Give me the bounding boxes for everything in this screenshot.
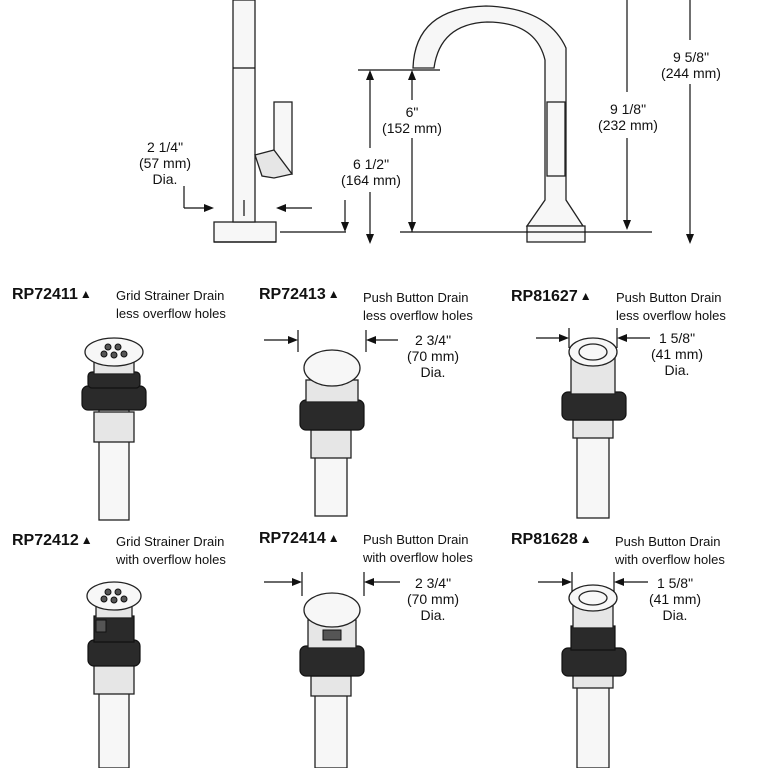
drain-code-6: RP81628▲ <box>511 531 592 548</box>
drain-illustration-3 <box>561 337 627 519</box>
drain-code-5: RP72414▲ <box>259 530 340 547</box>
drain-dim-label-3: 1 5/8" (41 mm) Dia. <box>650 330 704 378</box>
drain-desc-2: Push Button Drain less overflow holes <box>363 290 473 323</box>
drain-desc-4: Grid Strainer Drain with overflow holes <box>116 534 226 567</box>
dim-note: Dia. <box>152 171 178 187</box>
drain-illustration-6 <box>561 584 627 768</box>
drain-code-3: RP81627▲ <box>511 288 592 305</box>
spout-under-label: 6 1/2" (164 mm) <box>334 156 408 188</box>
drain-desc-3: Push Button Drain less overflow holes <box>616 290 726 323</box>
outlet-dia-arrows <box>183 186 349 232</box>
drain-dim-label-6: 1 5/8" (41 mm) Dia. <box>648 575 702 623</box>
drain-illustration-2 <box>299 349 365 517</box>
dim-inch: 6" <box>405 104 419 120</box>
dim-mm: (164 mm) <box>341 172 401 188</box>
drain-code-1: RP72411▲ <box>12 286 92 303</box>
drain-illustration-4 <box>86 581 142 768</box>
drain-dim-label-2: 2 3/4" (70 mm) Dia. <box>406 332 460 380</box>
overall-height-arrows <box>686 0 694 244</box>
handle-height-label: 9 1/8" (232 mm) <box>592 101 664 133</box>
drain-desc-1: Grid Strainer Drain less overflow holes <box>116 288 226 321</box>
dim-inch: 6 1/2" <box>352 156 390 172</box>
spout-under-arrows <box>366 70 374 244</box>
dim-mm: (244 mm) <box>661 65 721 81</box>
spout-reach-label: 6" (152 mm) <box>376 104 448 136</box>
dim-inch: 9 5/8" <box>672 49 710 65</box>
outlet-dia-label: 2 1/4" (57 mm) Dia. <box>134 139 196 187</box>
drain-desc-5: Push Button Drain with overflow holes <box>363 532 473 565</box>
drain-code-4: RP72412▲ <box>12 532 93 549</box>
dim-mm: (232 mm) <box>598 117 658 133</box>
drain-dim-arrows-5 <box>264 572 400 596</box>
faucet-front-view <box>412 5 586 243</box>
drain-desc-6: Push Button Drain with overflow holes <box>615 534 725 567</box>
overall-height-label: 9 5/8" (244 mm) <box>654 49 728 81</box>
drain-code-2: RP72413▲ <box>259 286 340 303</box>
handle-height-arrows <box>623 0 631 230</box>
dim-mm: (152 mm) <box>382 120 442 136</box>
faucet-side-view <box>213 0 294 243</box>
dim-inch: 2 1/4" <box>146 139 184 155</box>
drain-dim-label-5: 2 3/4" (70 mm) Dia. <box>406 575 460 623</box>
dim-inch: 9 1/8" <box>609 101 647 117</box>
drain-dim-arrows-2 <box>264 330 398 352</box>
drain-illustration-1 <box>81 337 147 521</box>
drain-dim-arrows-3 <box>536 328 650 348</box>
spout-reach-arrows <box>358 69 440 232</box>
drain-illustration-5 <box>299 592 365 768</box>
drain-dim-arrows-6 <box>538 572 648 592</box>
dim-mm: (57 mm) <box>138 155 192 171</box>
